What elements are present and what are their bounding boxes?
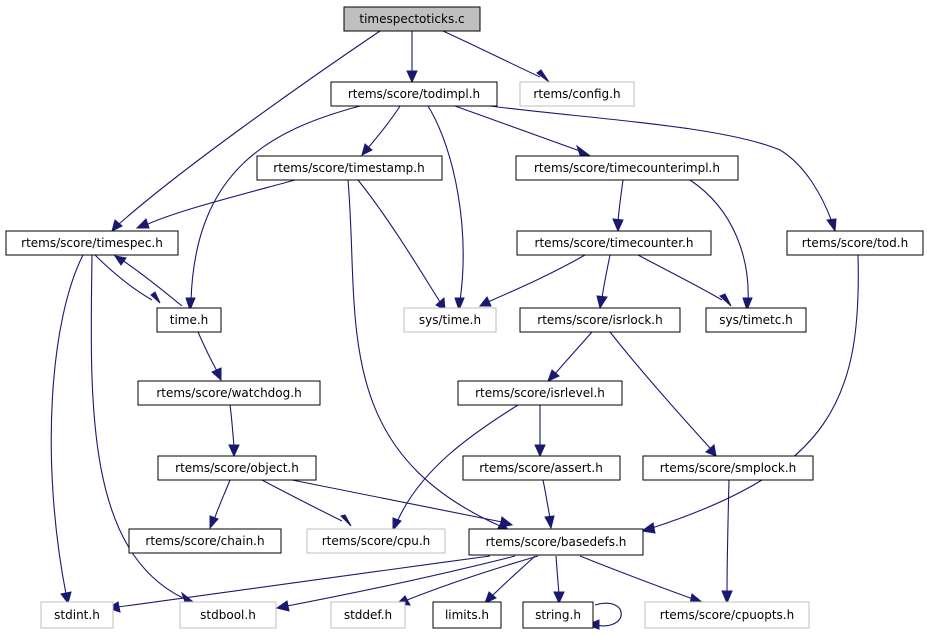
edge-timestamp-timespec xyxy=(135,179,296,229)
node-timestamp-h[interactable]: rtems/score/timestamp.h xyxy=(256,155,443,181)
node-label: string.h xyxy=(535,608,581,622)
nodes: timespectoticks.c rtems/score/todimpl.h … xyxy=(5,6,924,629)
edge-timecounter-systime xyxy=(478,254,586,307)
edge-basedefs-stdbool xyxy=(275,555,516,612)
node-watchdog-h[interactable]: rtems/score/watchdog.h xyxy=(137,380,321,406)
edge-assert-basedefs xyxy=(542,479,555,530)
node-stddef-h[interactable]: stddef.h xyxy=(330,601,406,629)
edge-timecounter-isrlock xyxy=(596,254,611,310)
node-stdint-h[interactable]: stdint.h xyxy=(40,601,114,629)
node-label: rtems/score/assert.h xyxy=(479,461,603,475)
node-label: rtems/score/timecounterimpl.h xyxy=(534,161,720,175)
edge-todimpl-systime xyxy=(427,105,465,312)
node-label: rtems/config.h xyxy=(533,87,620,101)
node-label: rtems/score/watchdog.h xyxy=(156,386,301,400)
node-label: rtems/score/cpuopts.h xyxy=(660,608,794,622)
node-label: timespectoticks.c xyxy=(359,12,464,26)
node-isrlevel-h[interactable]: rtems/score/isrlevel.h xyxy=(457,380,623,406)
node-sys-time-h[interactable]: sys/time.h xyxy=(403,307,497,333)
node-label: rtems/score/isrlock.h xyxy=(537,313,662,327)
edge-timespectoticks-todimpl xyxy=(406,31,418,84)
node-label: time.h xyxy=(170,313,209,327)
node-todimpl-h[interactable]: rtems/score/todimpl.h xyxy=(330,81,498,107)
edge-object-basedefs xyxy=(291,479,514,528)
edge-isrlock-smplock xyxy=(609,331,717,457)
node-label: limits.h xyxy=(445,608,489,622)
edge-time-timespec xyxy=(113,255,183,307)
node-smplock-h[interactable]: rtems/score/smplock.h xyxy=(642,455,814,481)
node-label: rtems/score/object.h xyxy=(175,461,299,475)
edge-time-watchdog xyxy=(197,331,222,382)
edge-basedefs-stddef xyxy=(395,555,539,606)
node-sys-timetc-h[interactable]: sys/timetc.h xyxy=(705,307,807,333)
edge-object-cpu xyxy=(261,479,352,527)
node-chain-h[interactable]: rtems/score/chain.h xyxy=(128,528,282,554)
edge-smplock-cpuopts xyxy=(721,479,733,605)
edge-watchdog-object xyxy=(228,404,240,458)
edge-timespectoticks-timespec xyxy=(111,30,381,232)
node-label: rtems/score/basedefs.h xyxy=(486,535,627,549)
edge-timespectoticks-config xyxy=(442,30,550,83)
edge-timestamp-systime xyxy=(357,179,446,311)
node-label: stdbool.h xyxy=(200,608,256,622)
node-label: rtems/score/timespec.h xyxy=(21,236,163,250)
node-timecounter-h[interactable]: rtems/score/timecounter.h xyxy=(516,230,712,256)
edge-timecounter-timetc xyxy=(637,254,732,307)
node-label: rtems/score/chain.h xyxy=(145,534,264,548)
node-label: sys/timetc.h xyxy=(719,313,792,327)
node-label: rtems/score/cpu.h xyxy=(322,534,431,548)
node-limits-h[interactable]: limits.h xyxy=(432,601,502,629)
edge-timecounterimpl-timetc xyxy=(689,179,753,312)
edge-basedefs-cpuopts xyxy=(579,555,705,605)
node-label: sys/time.h xyxy=(419,313,481,327)
edge-object-chain xyxy=(209,479,231,530)
node-string-h[interactable]: string.h xyxy=(522,601,594,629)
node-assert-h[interactable]: rtems/score/assert.h xyxy=(462,455,621,481)
node-isrlock-h[interactable]: rtems/score/isrlock.h xyxy=(519,307,681,333)
node-label: rtems/score/todimpl.h xyxy=(348,87,480,101)
node-label: rtems/score/isrlevel.h xyxy=(475,386,605,400)
node-label: stddef.h xyxy=(344,608,392,622)
node-label: rtems/score/tod.h xyxy=(802,236,908,250)
edge-timespec-time xyxy=(94,254,161,304)
edge-basedefs-limits xyxy=(484,555,536,604)
node-label: rtems/score/timestamp.h xyxy=(273,161,424,175)
edge-timecounterimpl-timecounter xyxy=(612,179,624,233)
edge-isrlevel-cpu xyxy=(392,404,519,532)
edge-isrlock-isrlevel xyxy=(547,331,593,382)
node-stdbool-h[interactable]: stdbool.h xyxy=(179,601,277,629)
node-label: stdint.h xyxy=(54,608,100,622)
edge-basedefs-string xyxy=(553,555,565,605)
edge-isrlevel-assert xyxy=(534,405,546,458)
node-object-h[interactable]: rtems/score/object.h xyxy=(157,455,317,481)
node-timespectoticks-c[interactable]: timespectoticks.c xyxy=(343,6,481,32)
edge-timespec-stdint xyxy=(50,254,84,605)
edge-todimpl-timecounterimpl xyxy=(454,105,591,156)
node-tod-h[interactable]: rtems/score/tod.h xyxy=(786,230,924,256)
edge-todimpl-time xyxy=(185,105,361,312)
edge-tod-basedefs xyxy=(640,254,859,534)
edge-todimpl-timestamp xyxy=(361,105,401,156)
node-config-h[interactable]: rtems/config.h xyxy=(519,81,635,107)
node-label: rtems/score/timecounter.h xyxy=(535,236,694,250)
node-timecounterimpl-h[interactable]: rtems/score/timecounterimpl.h xyxy=(515,155,739,181)
node-label: rtems/score/smplock.h xyxy=(660,461,797,475)
node-timespec-h[interactable]: rtems/score/timespec.h xyxy=(5,230,179,256)
node-cpu-h[interactable]: rtems/score/cpu.h xyxy=(306,528,446,554)
node-cpuopts-h[interactable]: rtems/score/cpuopts.h xyxy=(644,601,810,629)
node-basedefs-h[interactable]: rtems/score/basedefs.h xyxy=(468,528,644,556)
edge-todimpl-tod xyxy=(489,105,837,233)
node-time-h[interactable]: time.h xyxy=(156,307,222,333)
